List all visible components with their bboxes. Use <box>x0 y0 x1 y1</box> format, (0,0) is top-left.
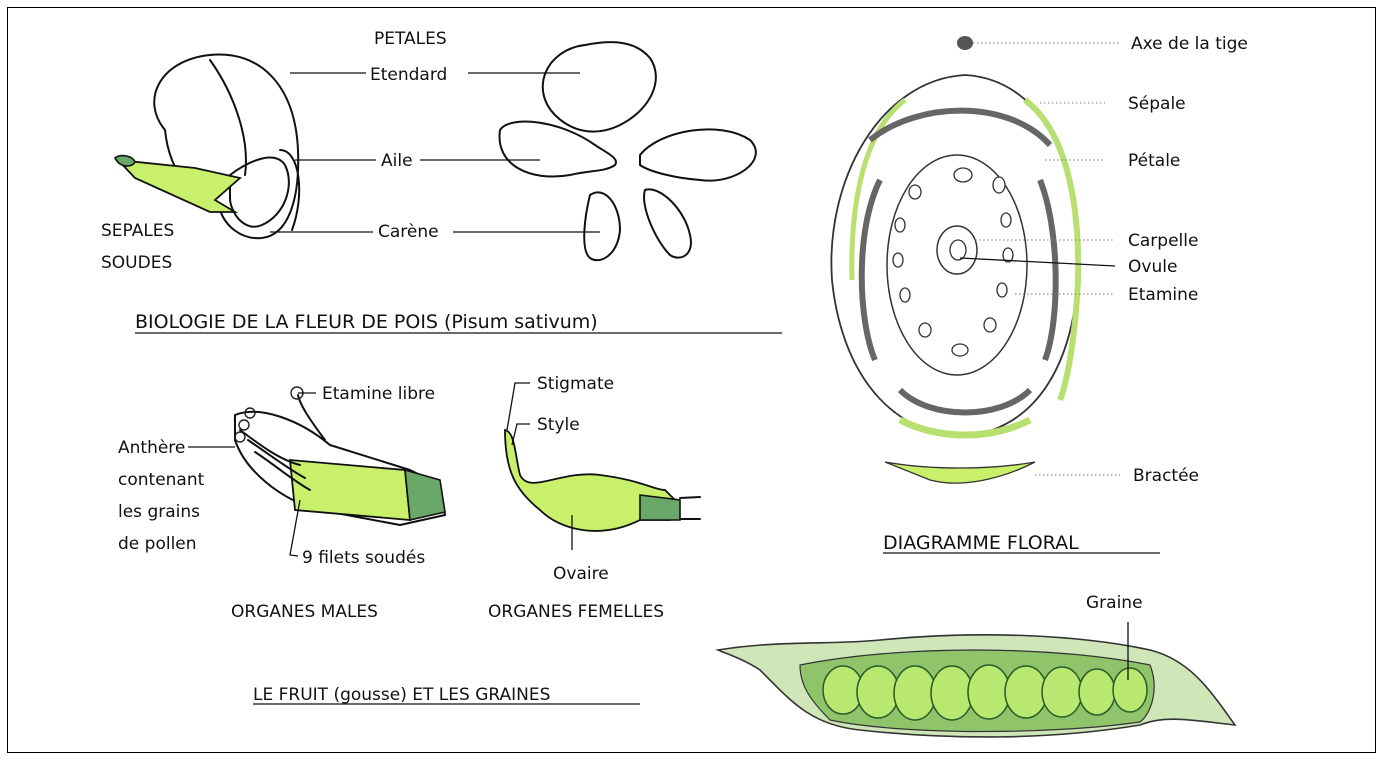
label-sepales: SEPALES <box>101 221 174 241</box>
label-style: Style <box>537 415 580 435</box>
label-sepale: Sépale <box>1128 94 1186 114</box>
pea-pod-drawing <box>718 635 1235 737</box>
title-flower: BIOLOGIE DE LA FLEUR DE POIS (Pisum sati… <box>135 311 598 333</box>
label-carene: Carène <box>378 222 439 242</box>
label-petales: PETALES <box>374 29 447 49</box>
label-axe-tige: Axe de la tige <box>1131 34 1248 54</box>
label-etamine-libre: Etamine libre <box>322 384 435 404</box>
title-fruit: LE FRUIT (gousse) ET LES GRAINES <box>253 685 550 705</box>
male-organs-drawing <box>235 387 445 525</box>
label-de-pollen: de pollen <box>118 534 197 554</box>
title-female-organs: ORGANES FEMELLES <box>488 602 664 622</box>
label-aile: Aile <box>381 151 413 171</box>
female-organs-drawing <box>505 430 700 531</box>
label-anthere: Anthère <box>118 438 185 458</box>
flower-side-view <box>115 55 299 239</box>
label-les-grains: les grains <box>118 502 200 522</box>
label-9-filets: 9 filets soudés <box>302 548 425 568</box>
label-graine: Graine <box>1086 593 1143 613</box>
label-etendard: Etendard <box>370 65 447 85</box>
label-petale: Pétale <box>1128 151 1180 171</box>
title-floral-diagram: DIAGRAMME FLORAL <box>883 532 1079 554</box>
flower-petals-exploded <box>500 42 756 260</box>
label-ovaire: Ovaire <box>553 564 609 584</box>
title-male-organs: ORGANES MALES <box>231 602 378 622</box>
label-stigmate: Stigmate <box>537 374 614 394</box>
pea-seeds <box>823 665 1147 720</box>
label-bractee: Bractée <box>1133 466 1199 486</box>
label-contenant: contenant <box>118 470 205 490</box>
label-carpelle: Carpelle <box>1128 231 1198 251</box>
label-soudes: SOUDES <box>101 253 172 273</box>
label-etamine: Etamine <box>1128 285 1198 305</box>
label-ovule: Ovule <box>1128 257 1177 277</box>
flower-leader-lines <box>270 73 600 232</box>
floral-diagram-drawing <box>831 36 1078 483</box>
